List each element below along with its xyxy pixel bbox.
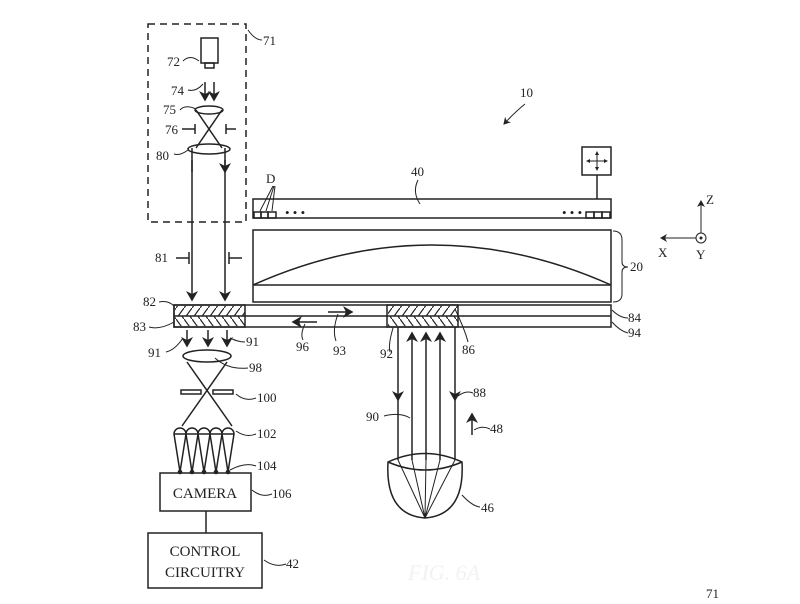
label-84: 84 xyxy=(628,310,642,325)
page-number: 71 xyxy=(706,586,719,601)
lens-98 xyxy=(182,349,232,363)
label-81: 81 xyxy=(155,250,168,265)
label-94: 94 xyxy=(628,325,642,340)
ref-arrow-10 xyxy=(503,103,526,125)
light-source-module: 71 72 74 75 76 80 xyxy=(147,23,276,302)
axis-x: X xyxy=(658,245,668,260)
module-outline xyxy=(147,23,247,223)
control-label-line1: CONTROL xyxy=(170,544,241,560)
label-42: 42 xyxy=(286,556,299,571)
label-106: 106 xyxy=(272,486,292,501)
aperture-100 xyxy=(180,389,202,395)
svg-text:• • •: • • • xyxy=(562,205,582,220)
label-86: 86 xyxy=(462,342,476,357)
label-71: 71 xyxy=(263,33,276,48)
label-20: 20 xyxy=(630,259,643,274)
label-93: 93 xyxy=(333,343,346,358)
label-72: 72 xyxy=(167,54,180,69)
move-arrows-icon xyxy=(586,151,608,171)
camera-optics: 91 91 98 100 102 104 CAMERA 106 CONTROL … xyxy=(147,330,299,589)
control-circuitry-42 xyxy=(147,532,263,589)
waveguide-84-94: 82 83 84 94 93 96 92 86 xyxy=(133,294,642,361)
camera-label: CAMERA xyxy=(173,486,237,502)
label-92: 92 xyxy=(380,346,393,361)
figure-caption: FIG. 6A xyxy=(407,560,481,585)
viewer-optics: 88 90 48 46 xyxy=(366,327,503,519)
label-91-right: 91 xyxy=(246,334,259,349)
label-83: 83 xyxy=(133,319,146,334)
lens-array-102 xyxy=(173,427,235,475)
lens-80 xyxy=(187,143,231,155)
label-74: 74 xyxy=(171,83,185,98)
axis-y: Y xyxy=(696,247,706,262)
label-100: 100 xyxy=(257,390,277,405)
label-10: 10 xyxy=(520,85,533,100)
label-76: 76 xyxy=(165,122,179,137)
display-20: 20 xyxy=(252,229,643,303)
coordinate-axes: Z X Y xyxy=(658,192,714,262)
label-75: 75 xyxy=(163,102,176,117)
label-82: 82 xyxy=(143,294,156,309)
label-104: 104 xyxy=(257,458,277,473)
light-source-72 xyxy=(200,37,219,64)
label-98: 98 xyxy=(249,360,262,375)
control-label-line2: CIRCUITRY xyxy=(165,565,245,581)
label-90: 90 xyxy=(366,409,379,424)
plate-40: • • • • • • D 40 xyxy=(252,146,612,220)
label-48: 48 xyxy=(490,421,503,436)
label-40: 40 xyxy=(411,164,424,179)
lens-46 xyxy=(387,452,463,519)
lens-75 xyxy=(194,105,224,115)
label-88: 88 xyxy=(473,385,486,400)
label-80: 80 xyxy=(156,148,169,163)
label-D: D xyxy=(266,171,275,186)
label-96: 96 xyxy=(296,339,310,354)
label-91-left: 91 xyxy=(148,345,161,360)
axis-z: Z xyxy=(706,192,714,207)
label-46: 46 xyxy=(481,500,495,515)
svg-text:• • •: • • • xyxy=(285,205,305,220)
label-102: 102 xyxy=(257,426,277,441)
